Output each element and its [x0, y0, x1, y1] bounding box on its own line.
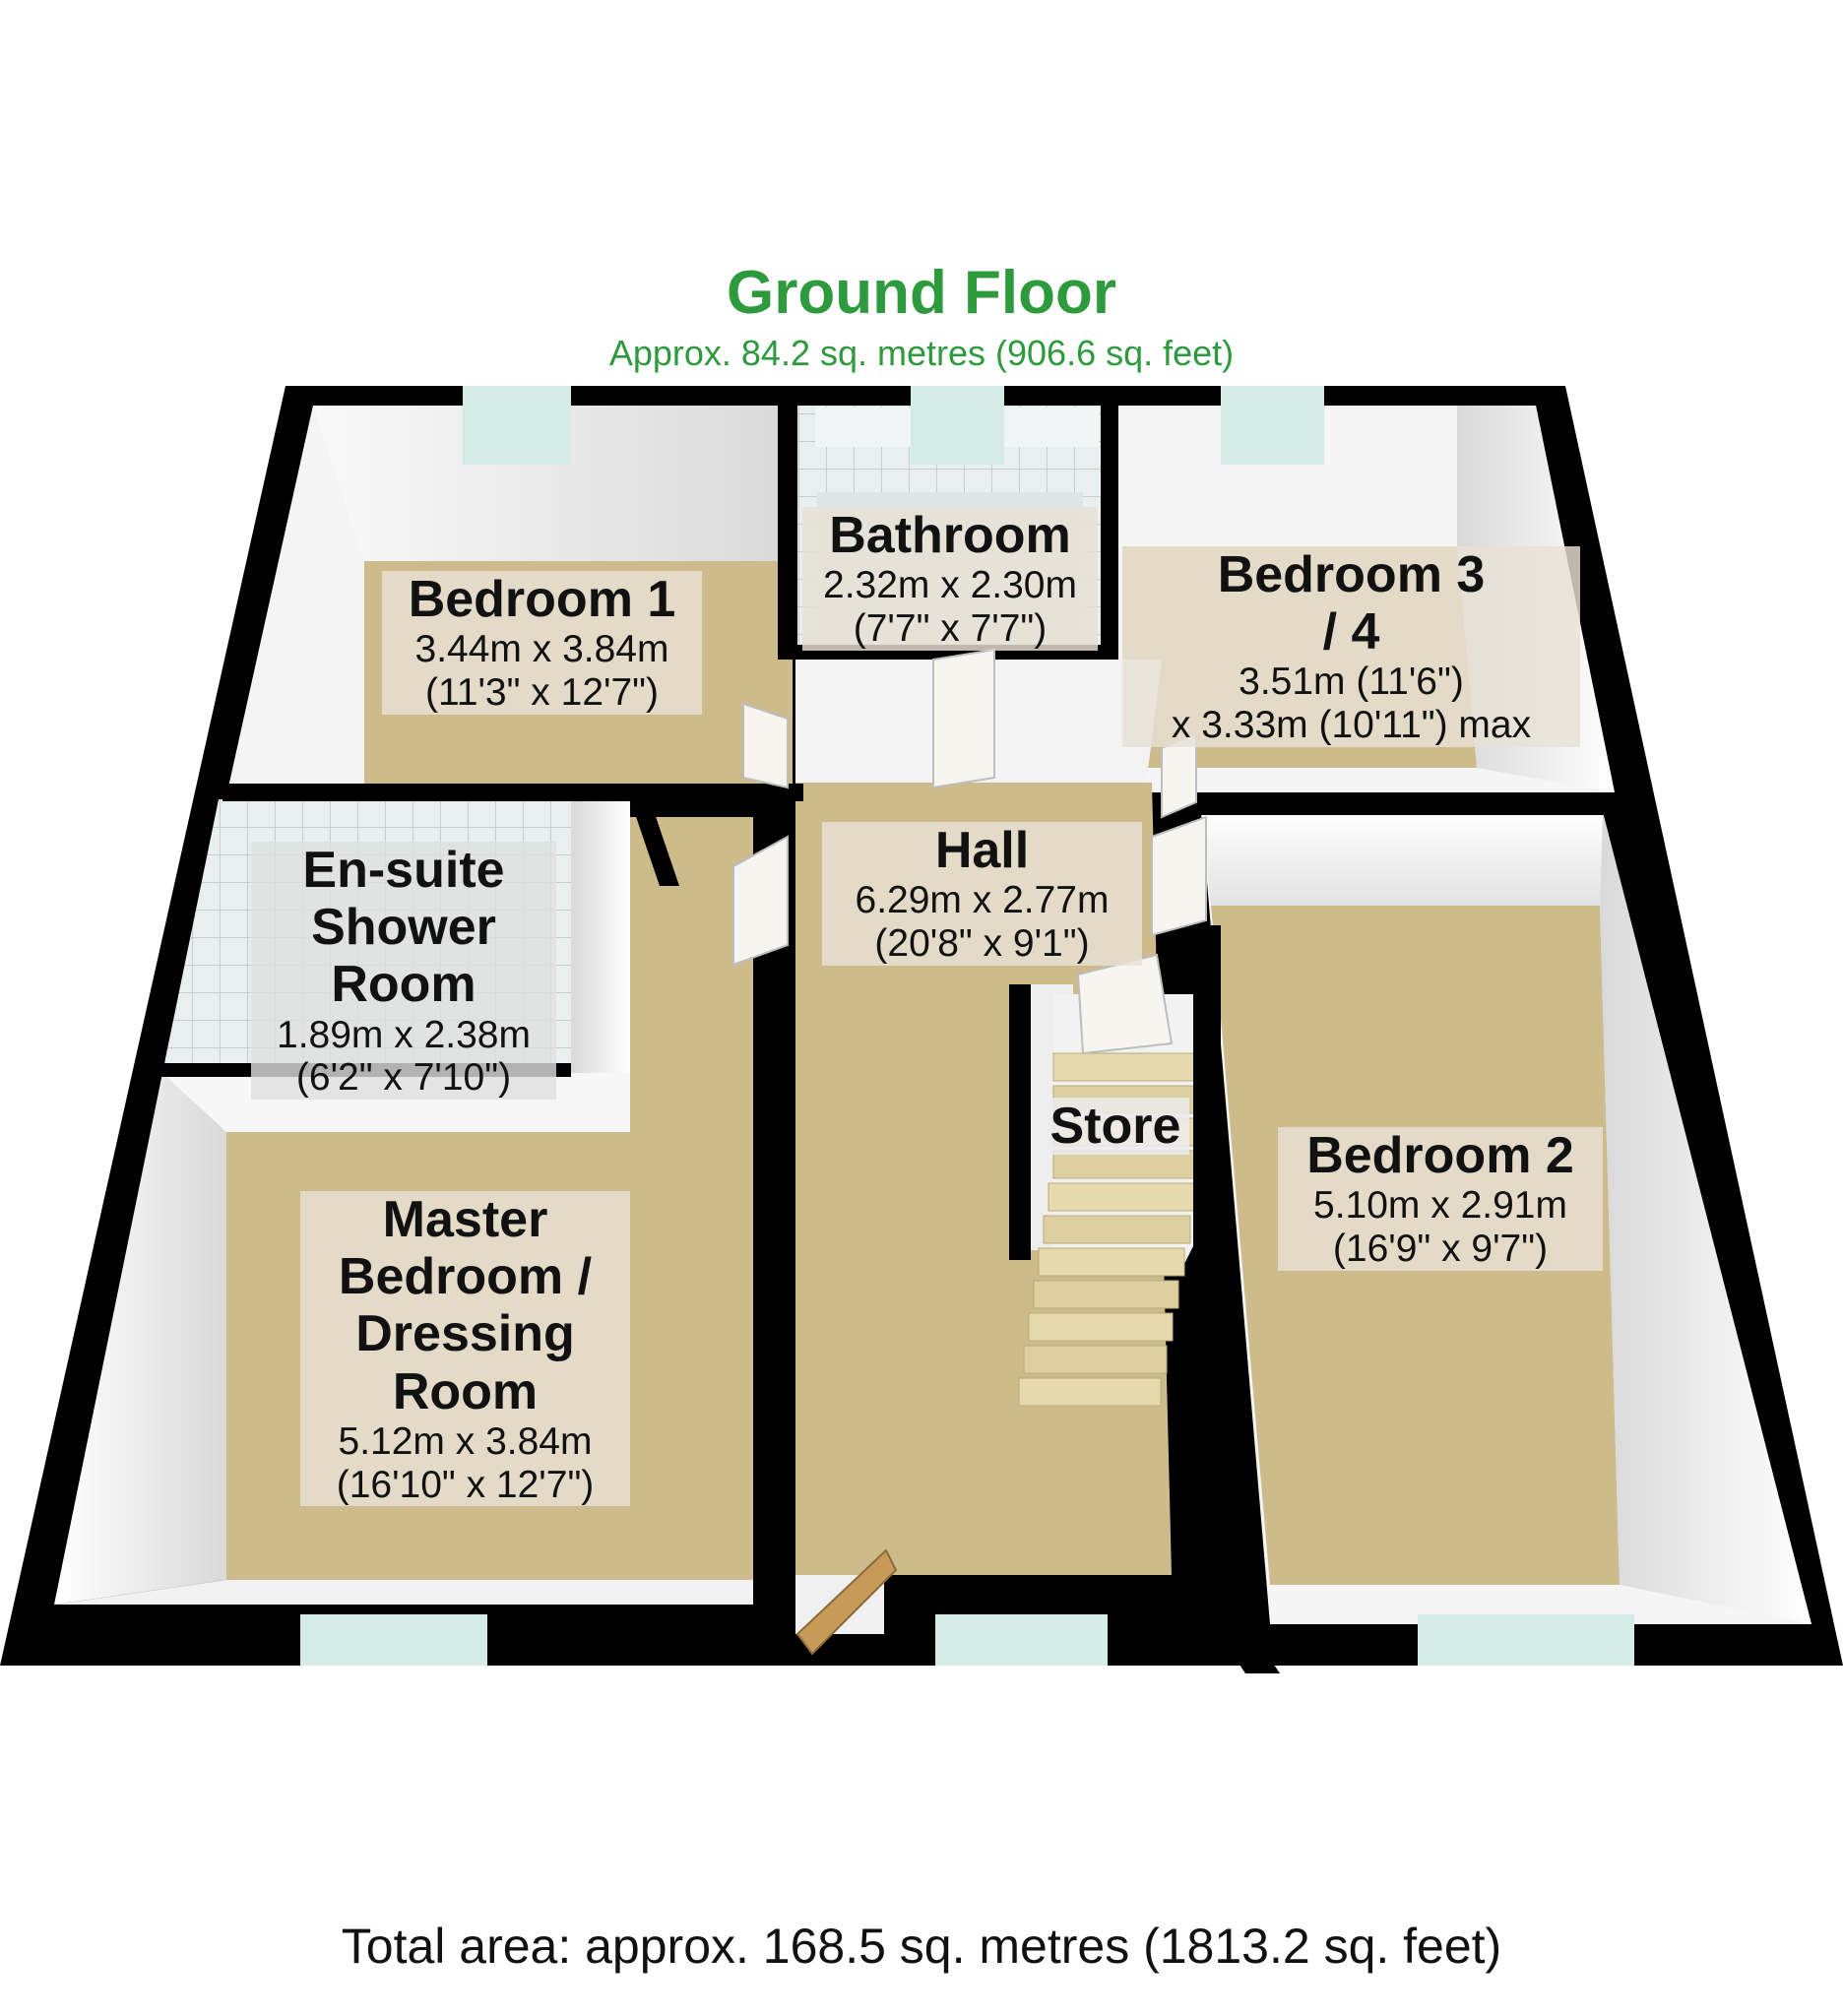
room-name: Hall: [934, 822, 1030, 879]
doors: [732, 648, 1207, 1055]
master-bedroom-label: Master Bedroom / Dressing Room 5.12m x 3…: [300, 1191, 630, 1507]
stair-tread: [1038, 1247, 1185, 1277]
stair-tread: [1033, 1280, 1179, 1309]
front-door: [795, 1548, 898, 1656]
door-bedroom-2: [1151, 815, 1207, 937]
stair-tread: [1048, 1182, 1197, 1212]
room-dimensions-metric: 6.29m x 2.77m: [855, 879, 1110, 922]
room-name-line-1: En-suite: [302, 842, 505, 899]
room-dimensions-metric: 3.51m (11'6"): [1239, 661, 1464, 704]
floor-area: Approx. 84.2 sq. metres (906.6 sq. feet): [608, 333, 1235, 373]
room-name: Store: [1049, 1098, 1181, 1155]
en-suite-label: En-suite Shower Room 1.89m x 2.38m (6'2"…: [251, 842, 556, 1101]
window-bedroom-2: [1418, 1614, 1634, 1666]
room-dimensions-metric: 5.10m x 2.91m: [1313, 1184, 1567, 1228]
bedroom-3-4-label: Bedroom 3 / 4 3.51m (11'6") x 3.33m (10'…: [1122, 546, 1580, 747]
room-name-line-2: / 4: [1322, 603, 1380, 662]
room-name-line-4: Room: [392, 1362, 539, 1420]
room-dimensions-metric: 1.89m x 2.38m: [277, 1013, 531, 1056]
room-dimensions-imperial: (16'10" x 12'7"): [336, 1463, 595, 1506]
stair-tread: [1043, 1215, 1191, 1244]
window-bedroom-3-4: [1221, 386, 1324, 465]
door-bathroom: [932, 648, 995, 789]
window-master: [300, 1614, 487, 1666]
window-bedroom-1: [463, 386, 571, 465]
room-dimensions-imperial: (20'8" x 9'1"): [874, 921, 1090, 965]
stair-tread: [1028, 1312, 1174, 1342]
room-dimensions-imperial: (6'2" x 7'10"): [295, 1056, 512, 1100]
room-name: Bedroom 2: [1306, 1127, 1574, 1184]
room-dimensions-imperial: (7'7" x 7'7"): [853, 606, 1048, 650]
windows: [300, 386, 1634, 1666]
window-hall: [935, 1614, 1108, 1666]
stair-tread: [1023, 1345, 1168, 1374]
door-bedroom-1: [742, 702, 789, 789]
room-dimensions-imperial: (11'3" x 12'7"): [425, 670, 659, 714]
room-name: Bedroom 1: [408, 571, 676, 628]
floor-title: Ground Floor: [726, 259, 1117, 327]
stair-tread: [1052, 1052, 1197, 1082]
bedroom-1-label: Bedroom 1 3.44m x 3.84m (11'3" x 12'7"): [382, 571, 702, 715]
room-name: Bathroom: [829, 507, 1071, 564]
internal-walls: [158, 394, 1617, 1673]
room-name-line-1: Master: [382, 1191, 548, 1248]
room-dimensions-metric: 3.44m x 3.84m: [414, 628, 669, 671]
room-name-line-1: Bedroom 3: [1217, 546, 1486, 603]
room-name-line-2: Shower: [311, 899, 496, 957]
room-dimensions-metric: 2.32m x 2.30m: [823, 564, 1077, 607]
door-master: [732, 835, 789, 967]
room-dimensions-max: x 3.33m (10'11") max: [1171, 704, 1532, 747]
stair-tread: [1052, 1150, 1197, 1179]
room-name-line-3: Dressing: [355, 1305, 575, 1363]
hall-label: Hall 6.29m x 2.77m (20'8" x 9'1"): [822, 822, 1142, 966]
room-name-line-2: Bedroom /: [338, 1248, 593, 1306]
room-dimensions-imperial: (16'9" x 9'7"): [1332, 1227, 1549, 1270]
bedroom-2-label: Bedroom 2 5.10m x 2.91m (16'9" x 9'7"): [1278, 1127, 1603, 1271]
total-area: Total area: approx. 168.5 sq. metres (18…: [341, 1919, 1502, 1974]
window-bathroom: [911, 386, 1004, 465]
room-name-line-3: Room: [331, 956, 477, 1014]
room-dimensions-metric: 5.12m x 3.84m: [338, 1419, 593, 1463]
bathroom-label: Bathroom 2.32m x 2.30m (7'7" x 7'7"): [802, 507, 1098, 651]
stair-tread: [1018, 1377, 1162, 1407]
store-label: Store: [1042, 1098, 1189, 1156]
